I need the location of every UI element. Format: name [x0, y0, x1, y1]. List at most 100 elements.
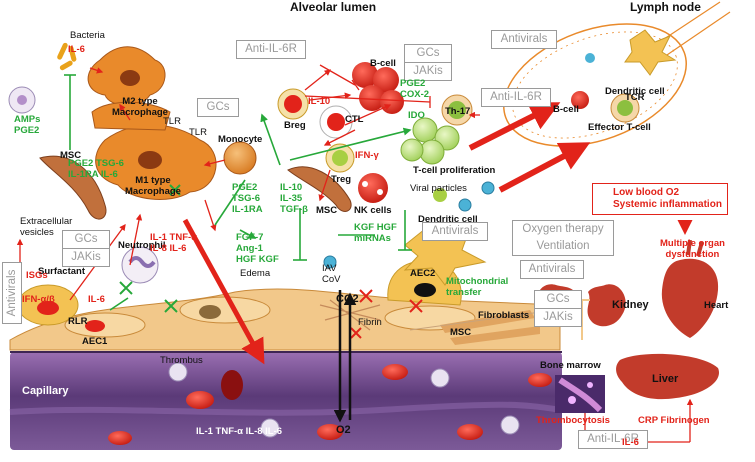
il10-line: IL-10 — [280, 182, 303, 193]
gcs-left-label: GCs — [74, 233, 98, 245]
fibrin-label: Fibrin — [358, 317, 382, 328]
fibroblasts-shape — [409, 309, 556, 345]
multiple-organ-label: Multiple organ dysfunction — [660, 238, 725, 260]
capillary-vessel — [10, 352, 562, 450]
lymph-node-outline — [503, 23, 687, 147]
gcs-jakis-top-box: GCs JAKis — [404, 44, 452, 81]
anti-il6r-mid-box: Anti-IL-6R — [481, 88, 551, 107]
kgf-line2: miRNAs — [354, 233, 391, 244]
il35-line: IL-35 — [280, 193, 303, 204]
viral-particles — [323, 181, 495, 269]
antivirals-right-box: Antivirals — [520, 260, 584, 279]
aec1-label: AEC1 — [82, 336, 108, 347]
fibroblasts-label: Fibroblasts — [478, 310, 530, 321]
white-blood-cells — [168, 362, 520, 438]
arrow-to-lymph-node — [468, 102, 561, 151]
ctl-label: CTL — [345, 114, 364, 125]
alveolar-lumen-title: Alveolar lumen — [290, 0, 377, 14]
monocyte-cell — [223, 141, 257, 175]
aec2-label: AEC2 — [410, 268, 436, 279]
tlr-label-2: TLR — [189, 127, 207, 138]
jakis-left-label: JAKis — [63, 248, 109, 266]
thrombus-label: Thrombus — [160, 355, 203, 366]
ifng-label: IFN-γ — [355, 150, 379, 161]
tgfb-line: TGF-β — [280, 204, 308, 215]
multiple-organ-line1: Multiple organ — [660, 238, 725, 249]
msc-center-label: MSC — [316, 205, 338, 216]
capillary-label: Capillary — [22, 385, 69, 397]
monocyte-label: Monocyte — [218, 134, 263, 145]
antivirals-left-box: Antivirals — [2, 262, 22, 324]
liver-shape — [616, 353, 719, 400]
jakis-right-label: JAKis — [535, 308, 581, 326]
ln-effector-label: Effector T-cell — [588, 122, 651, 133]
rlr-label: RLR — [68, 316, 88, 327]
neutrophil-label: Neutrophil — [118, 240, 166, 251]
msc-center-cell — [287, 166, 352, 212]
msc-left-cell — [39, 155, 107, 220]
m1-line2: Macrophage — [125, 186, 181, 197]
co2-label: CO2 — [336, 293, 359, 305]
bone-marrow-label: Bone marrow — [540, 360, 601, 371]
isgs-label: ISGs — [26, 270, 48, 281]
low-blood-o2-label: Low blood O2 — [613, 187, 680, 198]
fgf7-line1: FGF-7 — [236, 232, 264, 243]
ev-line2: vesicles — [20, 227, 54, 238]
breg-label: Breg — [284, 120, 306, 131]
center-line2: TSG-6 — [232, 193, 260, 204]
red-blood-cells — [108, 364, 552, 445]
anti-il6r-top-box: Anti-IL-6R — [236, 40, 306, 59]
il6-surf-label: IL-6 — [88, 294, 105, 305]
surfactant-label: Surfactant — [38, 266, 85, 277]
gcs-jakis-right-box: GCs JAKis — [534, 290, 582, 327]
pge2-cox2-line2: COX-2 — [400, 89, 430, 100]
anti-il6r-bottom-box: Anti-IL-6R — [578, 430, 648, 449]
center-line3: IL-1RA — [232, 204, 263, 215]
m2-line1: M2 type — [122, 96, 158, 107]
edema-label: Edema — [240, 268, 271, 279]
center-line1: PGE2 — [232, 182, 258, 193]
ifnab-label: IFN-α/β — [22, 294, 55, 305]
systemic-inflammation-label: Systemic inflammation — [613, 199, 722, 210]
heart-label: Heart — [704, 300, 729, 311]
fgf7-line2: Ang-1 — [236, 243, 263, 254]
il1-line1: IL-1 TNF-α — [150, 232, 197, 243]
aec1-nucleus — [85, 320, 105, 332]
gcs-right-label: GCs — [546, 293, 570, 305]
liver-label: Liver — [652, 373, 679, 385]
antivirals-top-box: Antivirals — [491, 30, 557, 49]
ev-line1: Extracellular — [20, 216, 73, 227]
heart-shape — [661, 258, 719, 338]
oxygen-therapy-label: Oxygen therapy — [522, 223, 604, 235]
oxygen-box: Oxygen therapy Ventilation — [512, 220, 614, 256]
ln-bcell-label: B-cell — [553, 104, 579, 115]
amps-line2: PGE2 — [14, 125, 40, 136]
capillary-cytokines-label: IL-1 TNF-α IL-8 IL-6 — [196, 426, 283, 437]
m1-line1: M1 type — [135, 175, 171, 186]
iav-label: IAV — [322, 263, 337, 274]
m2-line2: Macrophage — [112, 107, 168, 118]
thrombus-clot — [221, 370, 243, 400]
bacteria-shapes — [57, 42, 77, 71]
kidney-label: Kidney — [612, 299, 649, 311]
pge2-tsg6-line1: PGE2 TSG-6 — [68, 158, 124, 169]
dendritic-label: Dendritic cell — [418, 214, 478, 225]
ln-dendritic — [624, 29, 677, 76]
gcs-jakis-left-box: GCs JAKis — [62, 230, 110, 267]
cov-label: CoV — [322, 274, 341, 285]
mito-line1: Mitochondrial — [446, 276, 509, 287]
lymph-node-title: Lymph node — [630, 0, 701, 14]
bacteria-label: Bacteria — [70, 30, 105, 41]
tcell-cluster — [400, 117, 460, 165]
il1-line2: IL-8 IL-6 — [150, 243, 187, 254]
antivirals-left-label: Antivirals — [6, 269, 18, 317]
